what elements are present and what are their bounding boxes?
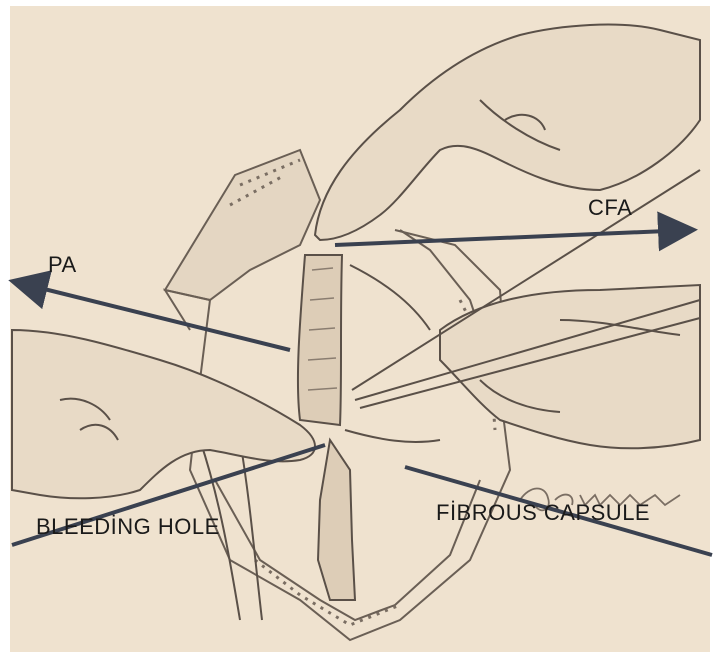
cfa-arrow <box>335 230 690 245</box>
hands-sketch <box>12 25 700 499</box>
fibrous-capsule-label: FİBROUS CAPSULE <box>436 500 650 526</box>
cfa-label: CFA <box>588 195 632 221</box>
pa-label: PA <box>48 252 77 278</box>
bleeding-hole-label: BLEEDİNG HOLE <box>36 514 220 540</box>
